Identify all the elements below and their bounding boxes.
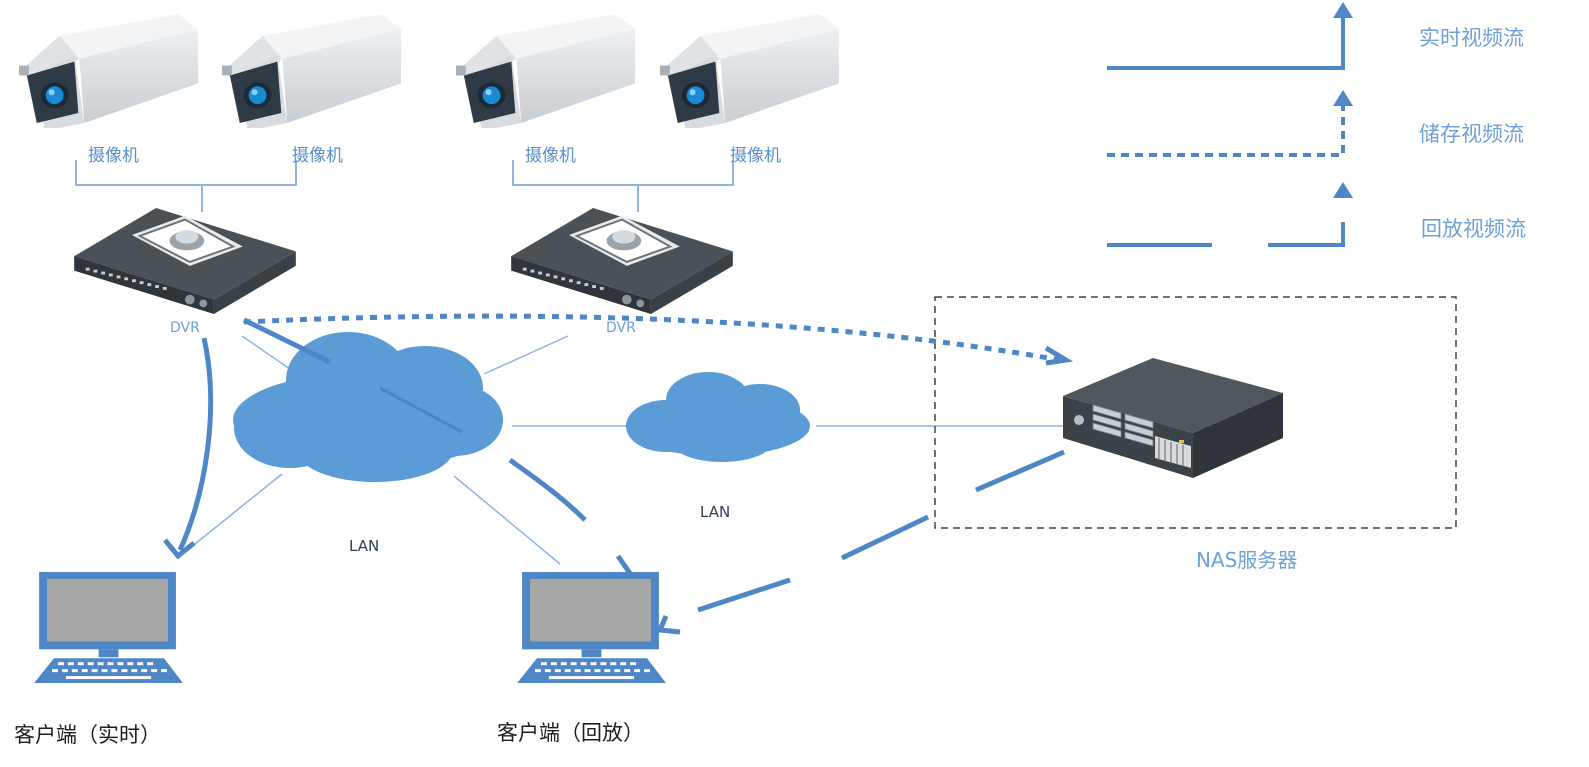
legend-realtime-label: 实时视频流 [1419,26,1524,50]
nas-frame [934,296,1457,529]
camera-connector-right [512,160,734,212]
dvr-icon [73,208,297,314]
storage-stream-line [243,313,1061,363]
legend [1107,2,1353,247]
lan-cloud-small [626,372,810,462]
legend-playback-symbol [1107,182,1353,247]
storage-stream-arrow [1044,345,1074,366]
legend-playback-label: 回放视频流 [1421,217,1526,241]
client-realtime-computer-icon [34,572,183,684]
realtime-stream-segment [242,317,332,365]
playback-stream-arrow [656,615,681,635]
nas-server-icon [1062,358,1284,478]
dvr-label: DVR [170,320,200,336]
legend-storage-symbol [1107,90,1353,157]
nas-label: NAS服务器 [1196,548,1298,572]
lan-label: LAN [700,503,731,521]
camera-label: 摄像机 [88,146,139,166]
playback-stream-segment [508,457,587,522]
realtime-stream-arrow [163,538,196,560]
client-playback-computer-icon [517,572,666,684]
camera-label: 摄像机 [730,146,781,166]
client-realtime-label: 客户端（实时） [14,723,161,747]
client-playback-label: 客户端（回放） [497,721,644,745]
realtime-stream-line [177,337,214,552]
camera-connector-left [75,160,297,212]
camera-label: 摄像机 [292,146,343,166]
camera-icon [455,14,636,128]
dvr-label: DVR [606,320,636,336]
dvr-icon [510,208,734,314]
camera-label: 摄像机 [525,146,576,166]
lan-cloud-large [233,332,503,482]
legend-storage-label: 储存视频流 [1419,122,1524,146]
playback-stream-line [697,449,1065,613]
legend-realtime-symbol [1107,2,1353,70]
lan-label: LAN [349,537,380,555]
camera-icon [18,14,199,128]
camera-icon [659,14,840,128]
camera-icon [221,14,402,128]
lan-links [179,335,1064,565]
